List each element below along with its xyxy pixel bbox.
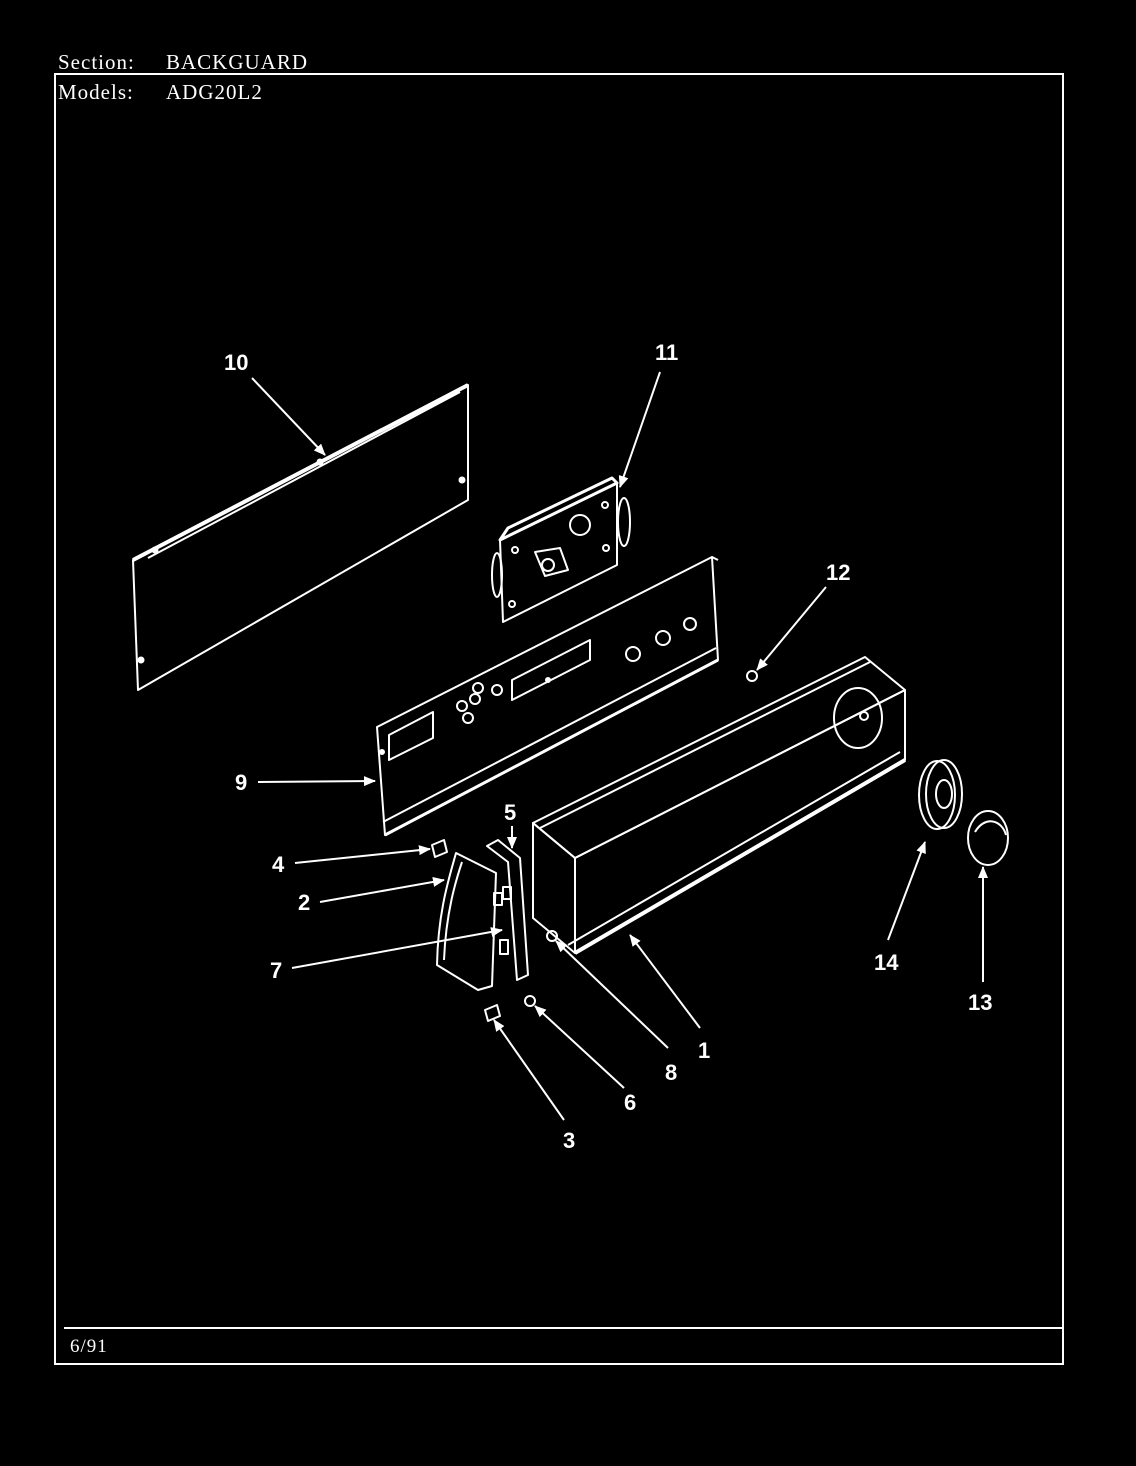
callout-12: 12: [826, 560, 850, 585]
callout-10: 10: [224, 350, 248, 375]
part-10-rear-panel: [132, 383, 469, 691]
part-9-control-panel: [376, 556, 719, 837]
leader-3: [493, 1019, 565, 1121]
callout-5: 5: [504, 800, 516, 825]
leader-14: [887, 841, 926, 941]
diagram-frame: [54, 73, 1064, 1365]
part-5-trim-strip: [486, 839, 529, 981]
callout-3: 3: [563, 1128, 575, 1153]
part-2-end-cap: [436, 852, 512, 991]
footer-divider: [64, 1327, 1064, 1329]
models-label: Models:: [58, 80, 134, 104]
callout-7: 7: [270, 958, 282, 983]
models-value: ADG20L2: [166, 80, 263, 104]
part-14-knob-ring: [918, 759, 963, 830]
leader-2: [319, 876, 445, 903]
part-1-backguard-housing: [532, 656, 907, 955]
part-8-screw: [546, 930, 558, 942]
leader-12: [756, 586, 827, 671]
callout-11: 11: [655, 340, 678, 365]
callout-1: 1: [698, 1038, 710, 1063]
callout-9: 9: [235, 770, 247, 795]
part-6-screw: [524, 995, 536, 1007]
leader-8: [555, 940, 669, 1049]
leader-9: [257, 776, 376, 787]
callout-14: 14: [874, 950, 899, 975]
leader-1: [629, 934, 701, 1029]
part-3-clip: [484, 1004, 501, 1022]
callout-6: 6: [624, 1090, 636, 1115]
part-13-knob: [967, 810, 1009, 866]
callout-2: 2: [298, 890, 310, 915]
callout-13: 13: [968, 990, 992, 1015]
leader-4: [294, 845, 431, 864]
part-4-bracket: [431, 839, 448, 858]
leader-6: [534, 1005, 625, 1089]
section-label: Section:: [58, 50, 135, 74]
leader-10: [251, 377, 326, 456]
leader-11: [618, 371, 661, 488]
part-11-control-module: [491, 476, 631, 623]
callout-8: 8: [665, 1060, 677, 1085]
callout-4: 4: [272, 852, 285, 877]
part-12-screw: [746, 670, 758, 682]
revision-date: 6/91: [70, 1336, 108, 1357]
section-value: BACKGUARD: [166, 50, 309, 74]
leader-7: [291, 927, 503, 969]
